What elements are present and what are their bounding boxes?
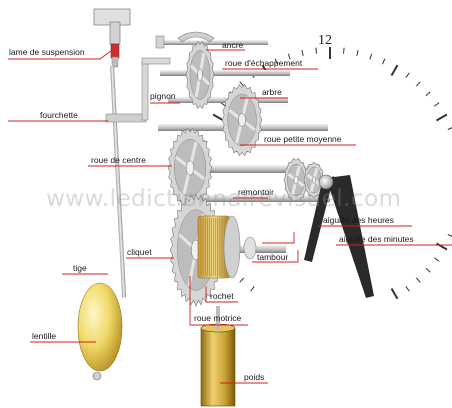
label-roue-de-centre: roue de centre — [91, 155, 146, 165]
dial-tick — [392, 289, 398, 299]
dial-tick — [316, 48, 317, 54]
dial-twelve: 12 — [318, 33, 332, 48]
pendulum-lens — [78, 283, 122, 371]
label-lentille: lentille — [32, 331, 56, 341]
label-ancre: ancre — [222, 40, 243, 50]
dial-tick — [392, 65, 398, 75]
dial-tick — [437, 115, 447, 121]
pendulum-rod — [110, 66, 126, 298]
dial-tick — [448, 235, 452, 237]
label-tambour: tambour — [257, 252, 288, 262]
dial-tick — [416, 82, 420, 86]
dial-tick — [357, 50, 358, 56]
label-aiguille-des-heures: aiguille des heures — [323, 215, 394, 225]
dial-tick — [406, 73, 410, 78]
label-tige: tige — [73, 263, 87, 273]
dial-tick — [251, 286, 255, 291]
label-lame-de-suspension: lame de suspension — [9, 47, 85, 57]
label-cliquet: cliquet — [127, 247, 152, 257]
lens-nut — [93, 372, 101, 380]
label-roue-motrice: roue motrice — [194, 313, 241, 323]
dial-tick — [302, 50, 303, 56]
label-pignon: pignon — [150, 91, 176, 101]
label-roue-petite-moyenne: roue petite moyenne — [264, 134, 342, 144]
dial-tick — [426, 92, 430, 96]
dial-tick — [416, 278, 420, 282]
label-rochet: rochet — [210, 291, 234, 301]
dial-tick — [426, 268, 430, 272]
dial-tick — [434, 258, 439, 262]
label-aiguille-des-minutes: aiguille des minutes — [339, 234, 414, 244]
label-remontoir: remontoir — [238, 187, 274, 197]
label-arbre: arbre — [262, 87, 282, 97]
dial-tick — [406, 286, 410, 291]
drum — [198, 216, 256, 278]
label-roue-echappement: roue d'échappement — [225, 58, 302, 68]
dial-tick — [448, 127, 452, 129]
dial-tick — [383, 59, 385, 64]
label-poids: poids — [244, 372, 264, 382]
dial-tick — [344, 48, 345, 54]
dial-tick — [434, 103, 439, 107]
dial-tick — [370, 54, 372, 60]
dial-tick — [240, 278, 244, 282]
label-fourchette: fourchette — [40, 110, 78, 120]
suspension-bracket — [94, 9, 130, 67]
dial-tick — [437, 244, 447, 250]
gears — [168, 42, 324, 307]
dial-tick — [221, 103, 226, 107]
watermark: www.ledictionnairevisuel.com — [46, 186, 402, 212]
